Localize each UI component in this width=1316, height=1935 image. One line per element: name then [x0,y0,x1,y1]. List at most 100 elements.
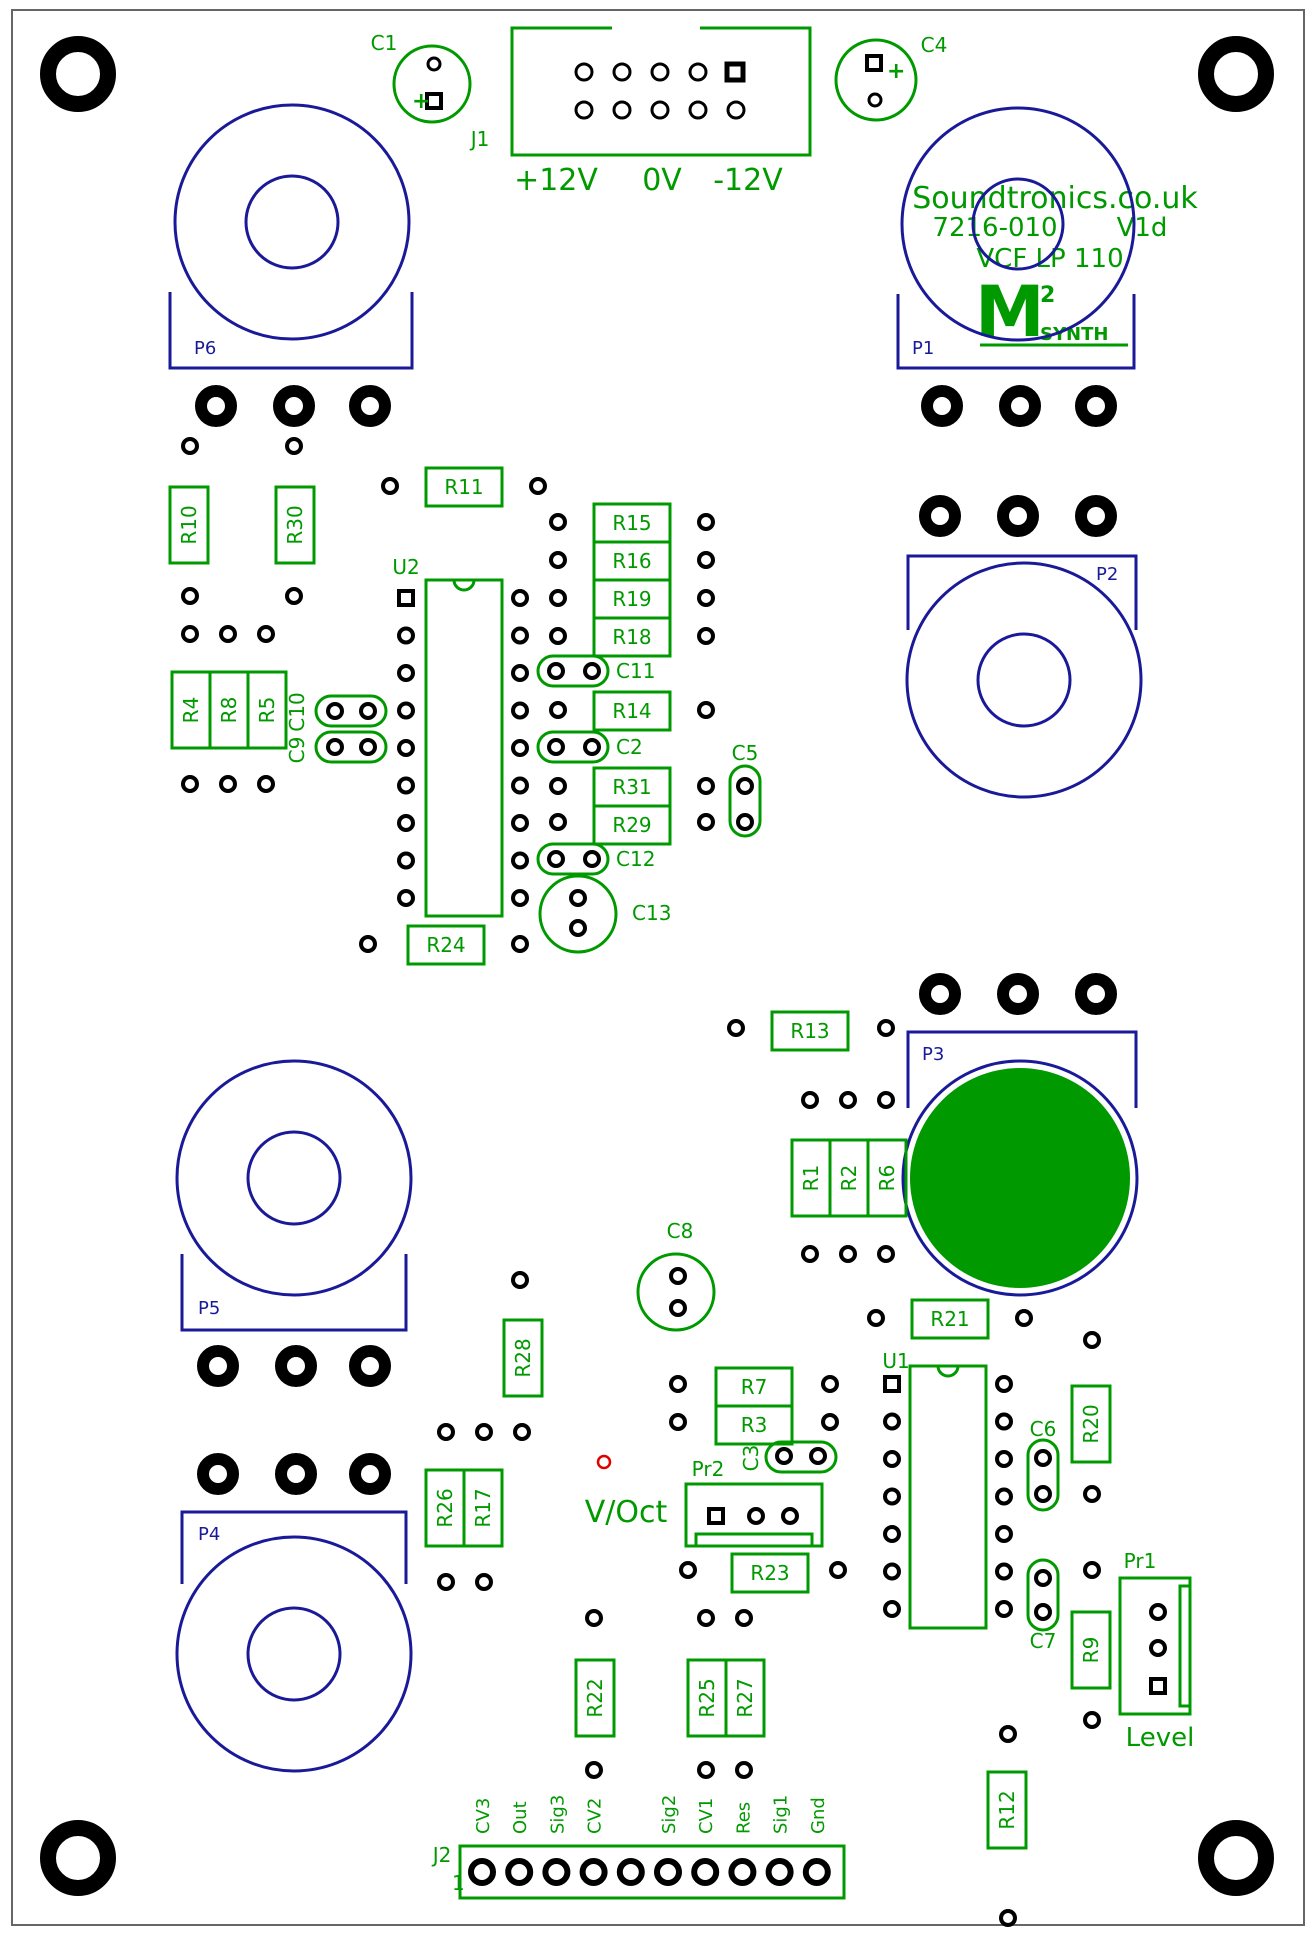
pad [765,1858,794,1886]
pad [883,1562,901,1581]
pad [697,701,715,719]
pad [1149,1603,1167,1621]
pad [579,1858,608,1886]
pad [549,589,567,607]
pot-p6: P6 [168,103,414,427]
capacitor-bodies [314,654,1060,1632]
c13-label: C13 [632,901,671,925]
v-oct-caption: V/Oct [585,1495,668,1530]
pad [511,1271,529,1289]
pad [736,777,754,795]
r16-label: R16 [612,549,651,573]
capacitor-labels: C10 C9 C11 C2 C5 C12 C13 C8 C3 C6 C7 [285,659,1056,1653]
part-number-text: 7216-010 [932,213,1057,243]
pad [736,813,754,831]
pad [697,813,715,831]
c10-label: C10 [285,692,309,731]
capacitor-c4: + C4 [834,33,947,122]
c8-label: C8 [667,1219,694,1243]
pad [821,1413,839,1431]
board-outline [11,9,1305,1926]
pad [883,1600,901,1618]
pad [877,1019,895,1037]
j2-pin-label-res: Res [733,1802,754,1834]
pad [397,739,415,757]
r11-label: R11 [444,475,483,499]
pad [829,1561,847,1579]
pad [669,1413,687,1431]
j2-pin-label-cv1: CV1 [696,1798,717,1834]
pad [437,1573,455,1591]
version-text: V1d [1117,213,1168,243]
polarity-plus-icon: + [887,59,905,84]
j2-label: J2 [431,1843,452,1867]
r27-label: R27 [733,1678,757,1717]
pad [697,1609,715,1627]
r22-label: R22 [583,1678,607,1717]
level-caption: Level [1126,1723,1195,1753]
pad [1034,1569,1052,1587]
p4-label: P4 [198,1524,220,1545]
pad [1083,1331,1101,1349]
ic-u1: U1 [882,1349,988,1630]
pad [697,551,715,569]
r25-label: R25 [695,1678,719,1717]
u2-label: U2 [392,555,419,579]
r30-label: R30 [283,505,307,544]
pad [397,776,415,795]
pad [181,625,199,643]
pad [1149,1639,1167,1657]
pad [511,851,529,870]
pad [839,1245,857,1263]
pad [326,738,344,756]
resistor-bodies [168,466,1112,1850]
pad [547,662,565,680]
pad [877,1245,895,1263]
pad [549,627,567,645]
pad [547,850,565,868]
r13-label: R13 [790,1019,829,1043]
pad [669,1375,687,1393]
r14-label: R14 [612,699,651,723]
pad [801,1091,819,1109]
pad [285,587,303,605]
pad [585,1761,603,1779]
pot-p5: P5 [175,1059,413,1387]
r20-label: R20 [1079,1404,1103,1443]
r4-label: R4 [179,697,203,724]
c11-label: C11 [616,659,655,683]
pad [821,1375,839,1393]
pad [397,814,415,832]
r1-label: R1 [799,1165,823,1192]
pad [583,850,601,868]
pad [775,1447,793,1465]
pad [468,1858,496,1886]
pot-p4: P4 [175,1453,413,1773]
pad [397,889,415,907]
p1-label: P1 [912,338,934,359]
p2-label: P2 [1096,564,1118,585]
pad [999,1909,1017,1927]
pad [995,1600,1013,1618]
pad [513,1423,531,1441]
pad [326,702,344,720]
pad [801,1245,819,1263]
logo-synth: SYNTH [1040,324,1108,345]
mounting-hole [40,1820,116,1896]
pad [1034,1485,1052,1503]
pad [883,1525,901,1543]
p6-label: P6 [194,338,216,359]
r26-label: R26 [433,1488,457,1527]
capacitor-c1: + C1 [371,31,472,124]
preset-pr1: Pr1 Level [1118,1549,1195,1753]
pad [995,1562,1013,1581]
pad [995,1487,1013,1506]
pad [697,589,715,607]
mounting-holes [40,36,1274,1896]
r15-label: R15 [612,511,651,535]
j2-pin-label-cv2: CV2 [585,1798,606,1834]
r7-label: R7 [741,1375,768,1399]
pad [877,1091,895,1109]
